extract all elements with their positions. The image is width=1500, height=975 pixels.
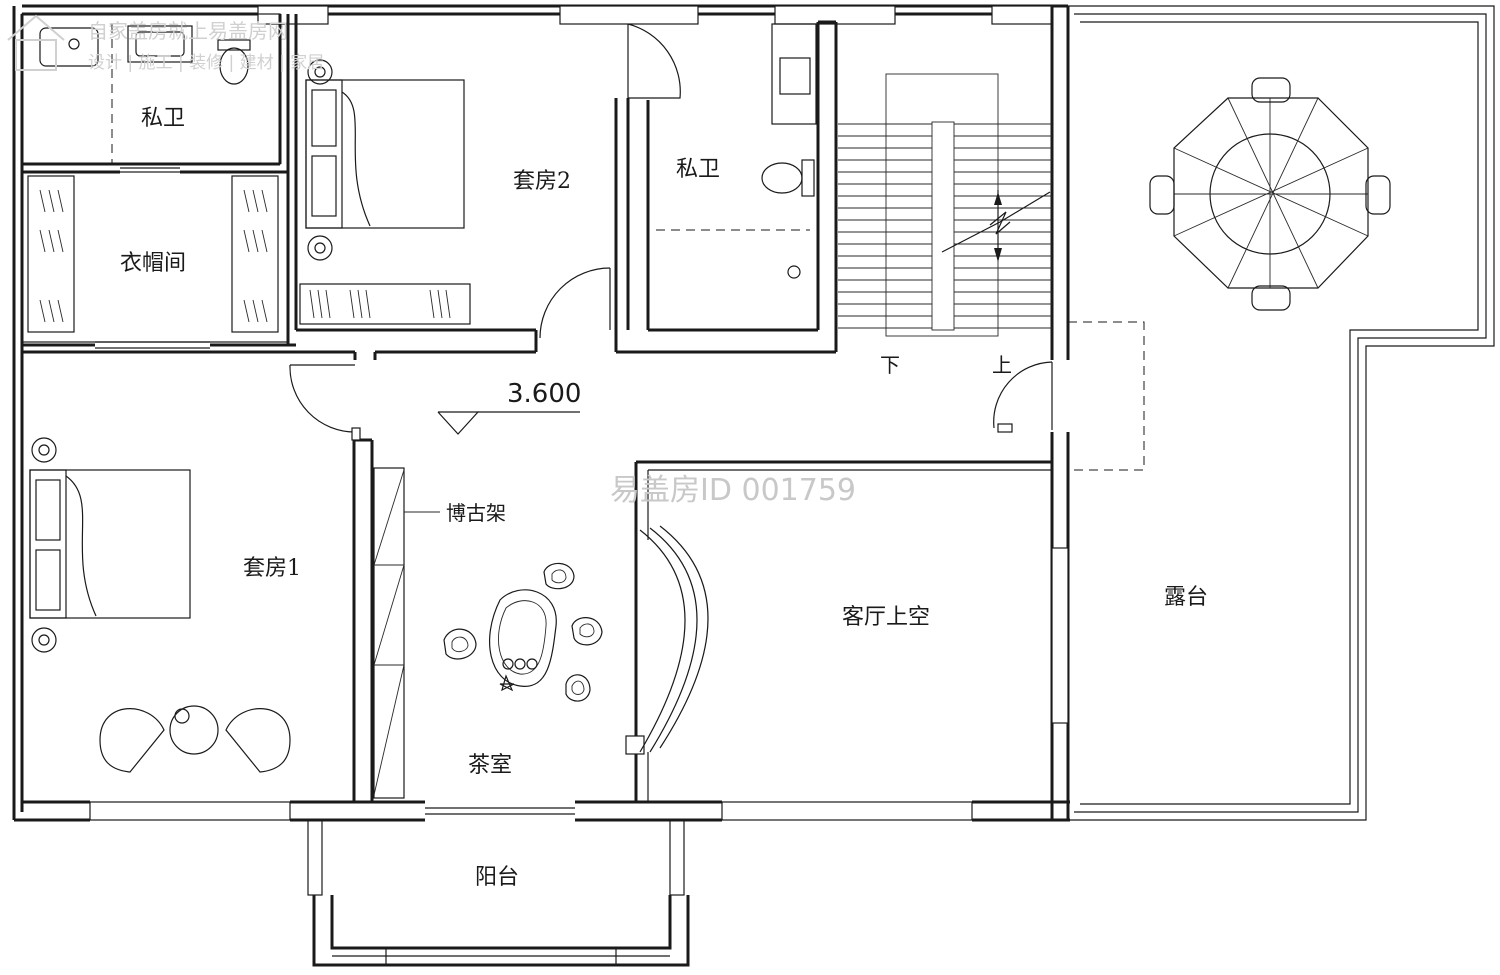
watermark-logo: 自家盖房就上易盖房网 设计 | 施工 | 装修 | 建材 | 家居	[7, 14, 324, 73]
hanger	[261, 229, 268, 253]
hanger	[261, 189, 268, 213]
sink-icon	[771, 23, 817, 125]
hanger	[57, 229, 64, 253]
toilet-icon	[219, 47, 249, 85]
floor-drain-icon	[787, 265, 801, 279]
hanger	[57, 189, 64, 213]
exterior-walls	[12, 4, 1070, 822]
bathtub-icon	[39, 27, 99, 67]
label-closet: 衣帽间	[120, 251, 186, 276]
hanger	[57, 299, 64, 323]
hanger	[39, 299, 46, 323]
hanger	[445, 289, 451, 319]
rockery-garden	[443, 562, 603, 702]
label-tea-room: 茶室	[468, 753, 512, 778]
wardrobe-suite2	[299, 283, 471, 325]
hanger	[48, 299, 55, 323]
hanger	[252, 229, 259, 253]
display-shelf	[373, 467, 405, 799]
hanger	[39, 189, 46, 213]
label-shelf: 博古架	[446, 501, 506, 525]
hanger	[325, 289, 331, 319]
hanger	[39, 229, 46, 253]
armchair-left	[99, 708, 165, 773]
furniture	[27, 23, 1391, 799]
hanger	[349, 289, 355, 319]
hanger	[365, 289, 371, 319]
hanger	[48, 229, 55, 253]
label-balcony: 阳台	[475, 865, 519, 890]
label-bath-left: 私卫	[141, 106, 185, 131]
wardrobe-right	[231, 175, 279, 333]
canopy-outline	[1068, 321, 1145, 471]
bed-suite2	[305, 79, 465, 229]
toilet-icon	[761, 162, 803, 194]
elevation-marker: 3.600	[437, 379, 581, 435]
balcony-walls	[307, 819, 690, 967]
bedside-lamp	[307, 235, 333, 261]
watermark-services: 设计 | 施工 | 装修 | 建材 | 家居	[88, 53, 324, 73]
room-labels: 私卫 衣帽间 套房2 私卫 套房1 博古架 茶室 客厅上空 露台 阳台	[120, 106, 1208, 890]
watermark-id: 易盖房ID 001759	[610, 473, 856, 508]
label-suite1: 套房1	[243, 556, 301, 581]
wardrobe-left	[27, 175, 75, 333]
watermark-slogan: 自家盖房就上易盖房网	[88, 19, 288, 43]
terrace-parapet	[1068, 5, 1495, 821]
sink-icon	[127, 25, 193, 63]
label-living-void: 客厅上空	[842, 605, 930, 630]
doors	[95, 23, 1053, 815]
hanger	[243, 229, 250, 253]
hanger	[357, 289, 363, 319]
hanger	[243, 299, 250, 323]
terrace-dining-set	[1149, 77, 1391, 311]
label-terrace: 露台	[1164, 585, 1208, 610]
stair-down-label: 下	[880, 353, 900, 377]
hanger	[252, 299, 259, 323]
hanger	[309, 289, 315, 319]
hanger	[48, 189, 55, 213]
hanger	[261, 299, 268, 323]
staircase: 下 上	[838, 73, 1052, 377]
hanger	[437, 289, 443, 319]
side-table	[169, 705, 219, 755]
armchair-right	[225, 708, 291, 773]
bedside-lamp	[31, 437, 57, 463]
label-bath-right: 私卫	[676, 157, 720, 182]
hanger	[317, 289, 323, 319]
hanger	[252, 189, 259, 213]
curved-glass-wall	[639, 525, 709, 753]
elevation-value: 3.600	[507, 379, 581, 409]
label-suite2: 套房2	[513, 169, 571, 194]
hanger	[243, 189, 250, 213]
hanger	[429, 289, 435, 319]
bedside-lamp	[31, 627, 57, 653]
bed-suite1	[29, 469, 191, 619]
bedside-lamp	[307, 59, 333, 85]
stair-up-label: 上	[992, 353, 1012, 377]
